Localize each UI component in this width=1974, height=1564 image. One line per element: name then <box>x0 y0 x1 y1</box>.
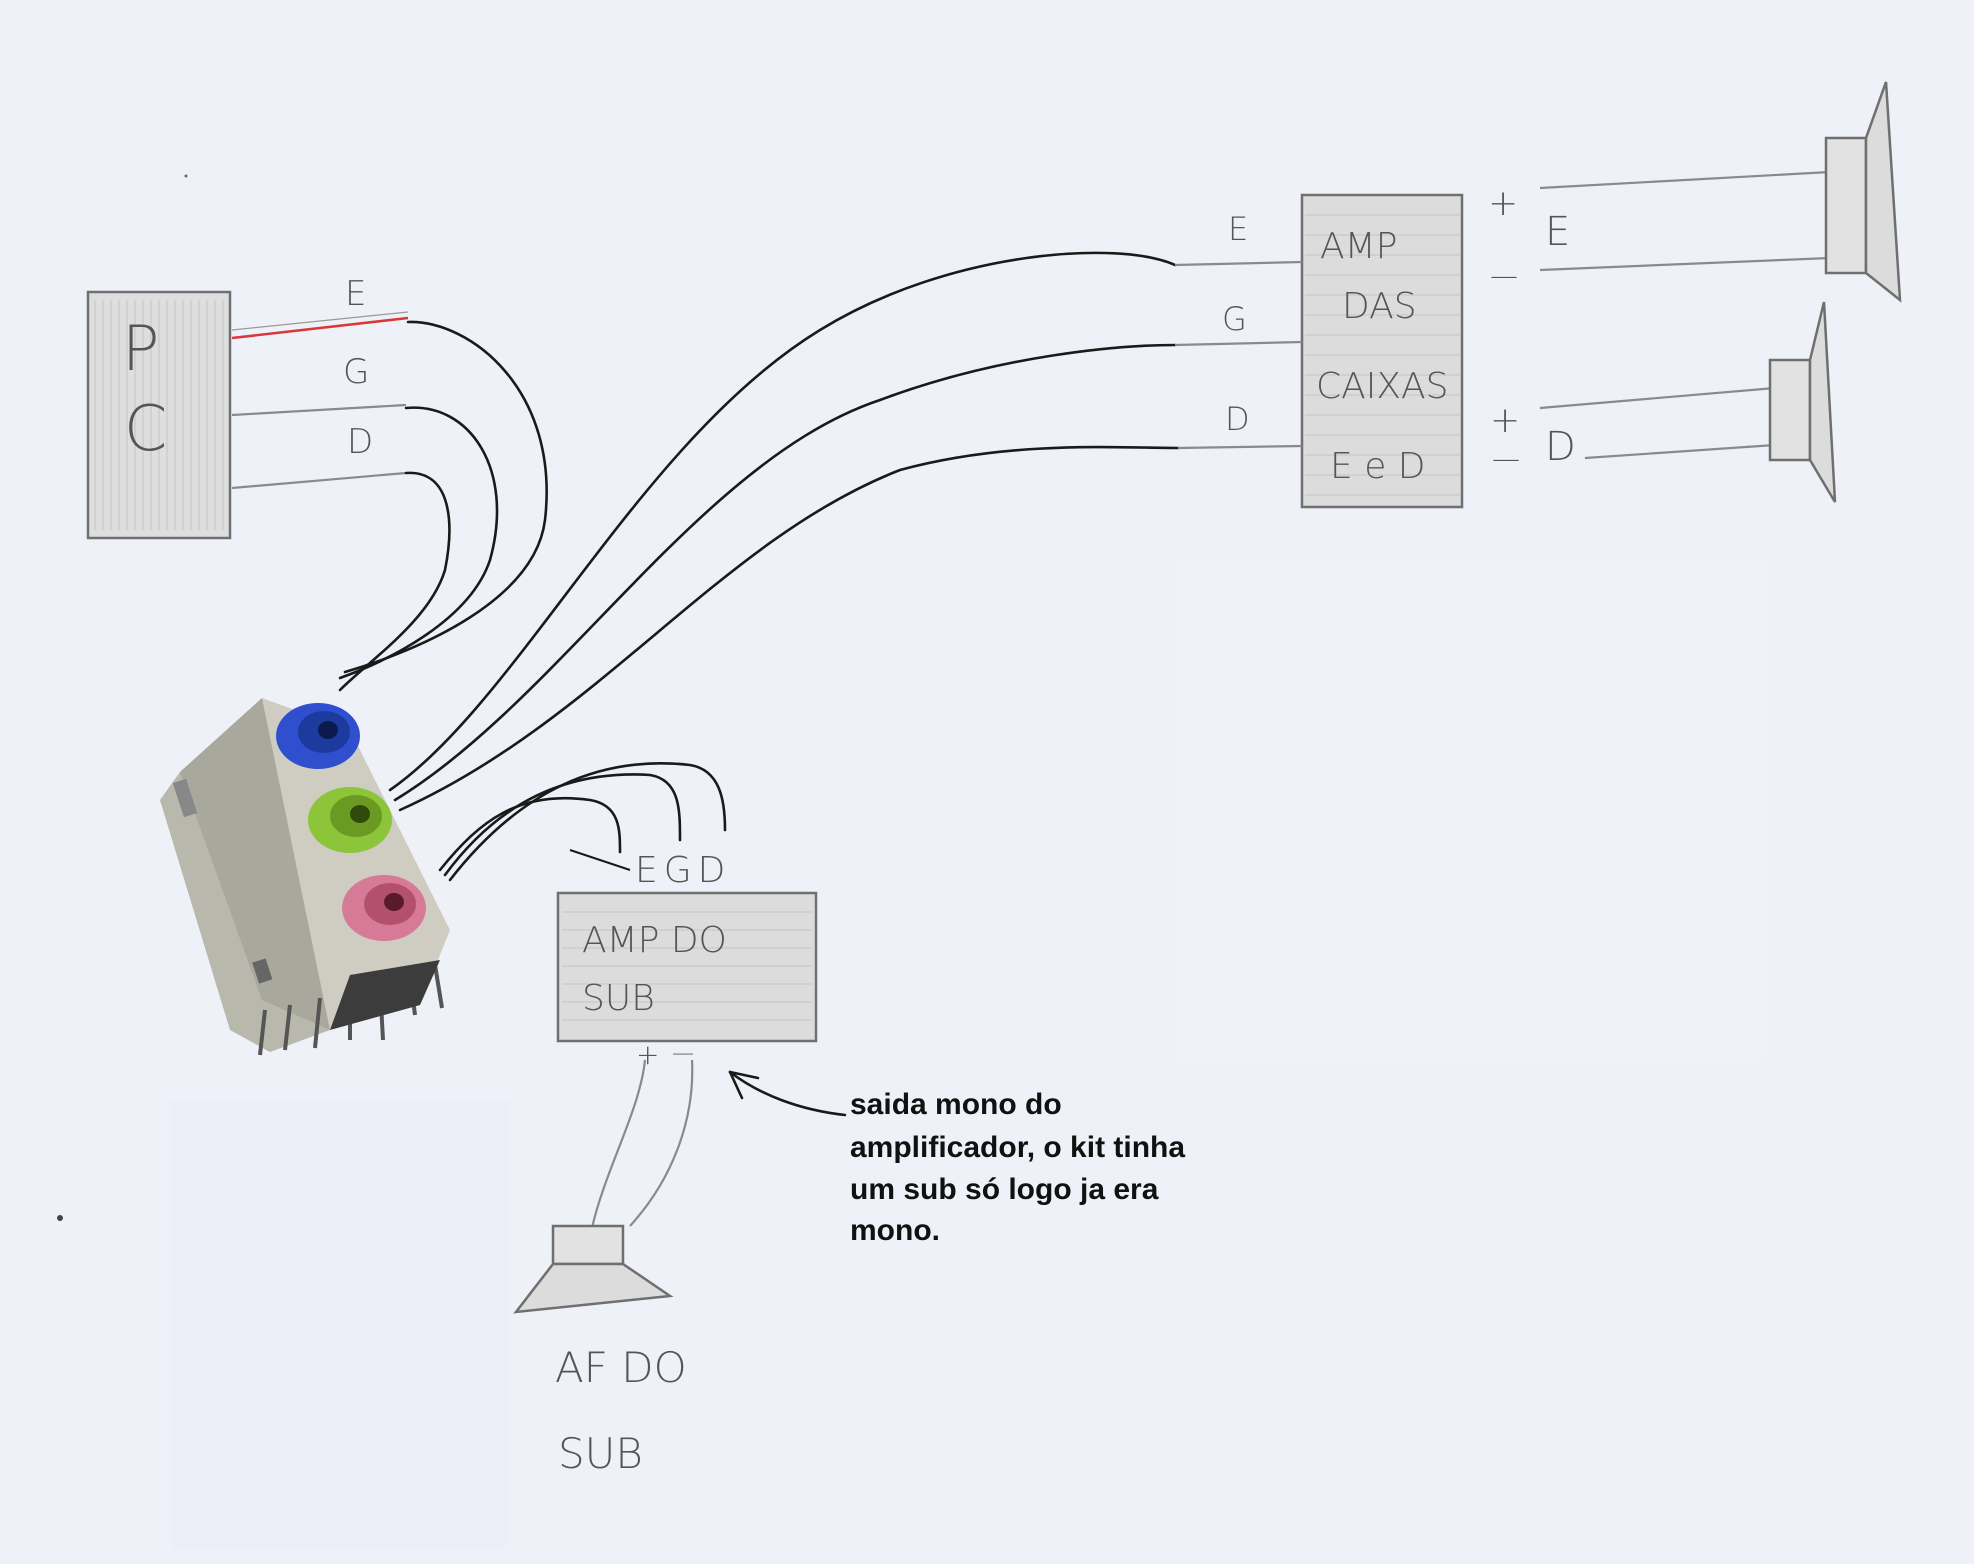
audio-jack-block <box>160 698 450 1056</box>
amp-caixas-line-1: AMP <box>1320 226 1397 267</box>
amp-caixas-line-2: DAS <box>1342 286 1417 327</box>
speaker-left-label: E <box>1545 209 1570 255</box>
sub-wire-minus <box>629 1059 694 1227</box>
speaker-right-label: D <box>1545 424 1576 470</box>
wire-jack-to-sub-g <box>443 773 682 877</box>
speaker-left-plus: + <box>1488 183 1518 224</box>
amp-caixas-input-g: G <box>1222 300 1247 338</box>
pc-label-p: P <box>122 312 159 385</box>
sub-wire-plus <box>590 1059 647 1229</box>
jack-blue[interactable] <box>276 703 360 769</box>
note-line-4: mono. <box>850 1214 940 1247</box>
pc-wire-g-label: G <box>343 352 369 392</box>
pc-wire-e-label: E <box>345 274 366 314</box>
amp-sub-line-1: AMP DO <box>582 920 727 961</box>
wire-pc-g-to-jack <box>338 406 499 680</box>
subwoofer-label-2: SUB <box>558 1429 643 1478</box>
speaker-right: + — D <box>1490 301 1837 503</box>
amp-caixas-input-d: D <box>1225 400 1250 438</box>
pc-wire-d <box>231 471 407 490</box>
wire-pc-d-to-jack <box>338 471 451 692</box>
amp-sub-inputs: EGD <box>635 850 731 891</box>
amp-sub-line-2: SUB <box>582 978 655 1019</box>
speaker-left: + — E <box>1488 81 1902 303</box>
wire-jack-to-amp-g <box>393 343 1177 802</box>
wire-jack-to-amp-e <box>388 251 1177 792</box>
wire-jack-to-sub-d <box>448 762 727 882</box>
wire-jack-to-amp-d <box>398 445 1180 812</box>
speaker-left-minus: — <box>1490 259 1518 292</box>
note-line-2: amplificador, o kit tinha <box>850 1131 1185 1164</box>
amp-do-sub-box: AMP DO SUB <box>556 891 818 1043</box>
note-line-1: saida mono do <box>850 1088 1062 1121</box>
pc-label-c: C <box>124 392 167 465</box>
amp-caixas-input-e: E <box>1228 210 1248 248</box>
amp-caixas-line-3: CAIXAS <box>1316 366 1449 407</box>
note-arrow <box>728 1070 847 1117</box>
subwoofer-label-1: AF DO <box>555 1343 687 1392</box>
speaker-right-plus: + <box>1490 400 1520 441</box>
wire-jack-to-sub-e <box>438 796 622 872</box>
amp-das-caixas-box: AMP DAS CAIXAS E e D <box>1300 193 1464 509</box>
amp-caixas-line-4: E e D <box>1330 446 1426 487</box>
jack-pink[interactable] <box>342 875 426 941</box>
pc-wire-d-label: D <box>347 422 373 462</box>
wire-pc-e-to-jack <box>343 320 548 674</box>
note-line-3: um sub só logo ja era <box>850 1173 1159 1206</box>
annotation-note: saida mono do amplificador, o kit tinha … <box>850 1088 1185 1247</box>
subwoofer-speaker <box>513 1224 674 1314</box>
speaker-right-minus: — <box>1492 442 1520 475</box>
pc-wire-e <box>231 316 409 340</box>
pc-box: P C <box>86 290 232 540</box>
jack-green[interactable] <box>308 787 392 853</box>
amp-sub-out-plus: + <box>636 1038 659 1071</box>
pc-wire-g <box>231 403 407 417</box>
amp-sub-out-minus: — <box>672 1041 694 1066</box>
